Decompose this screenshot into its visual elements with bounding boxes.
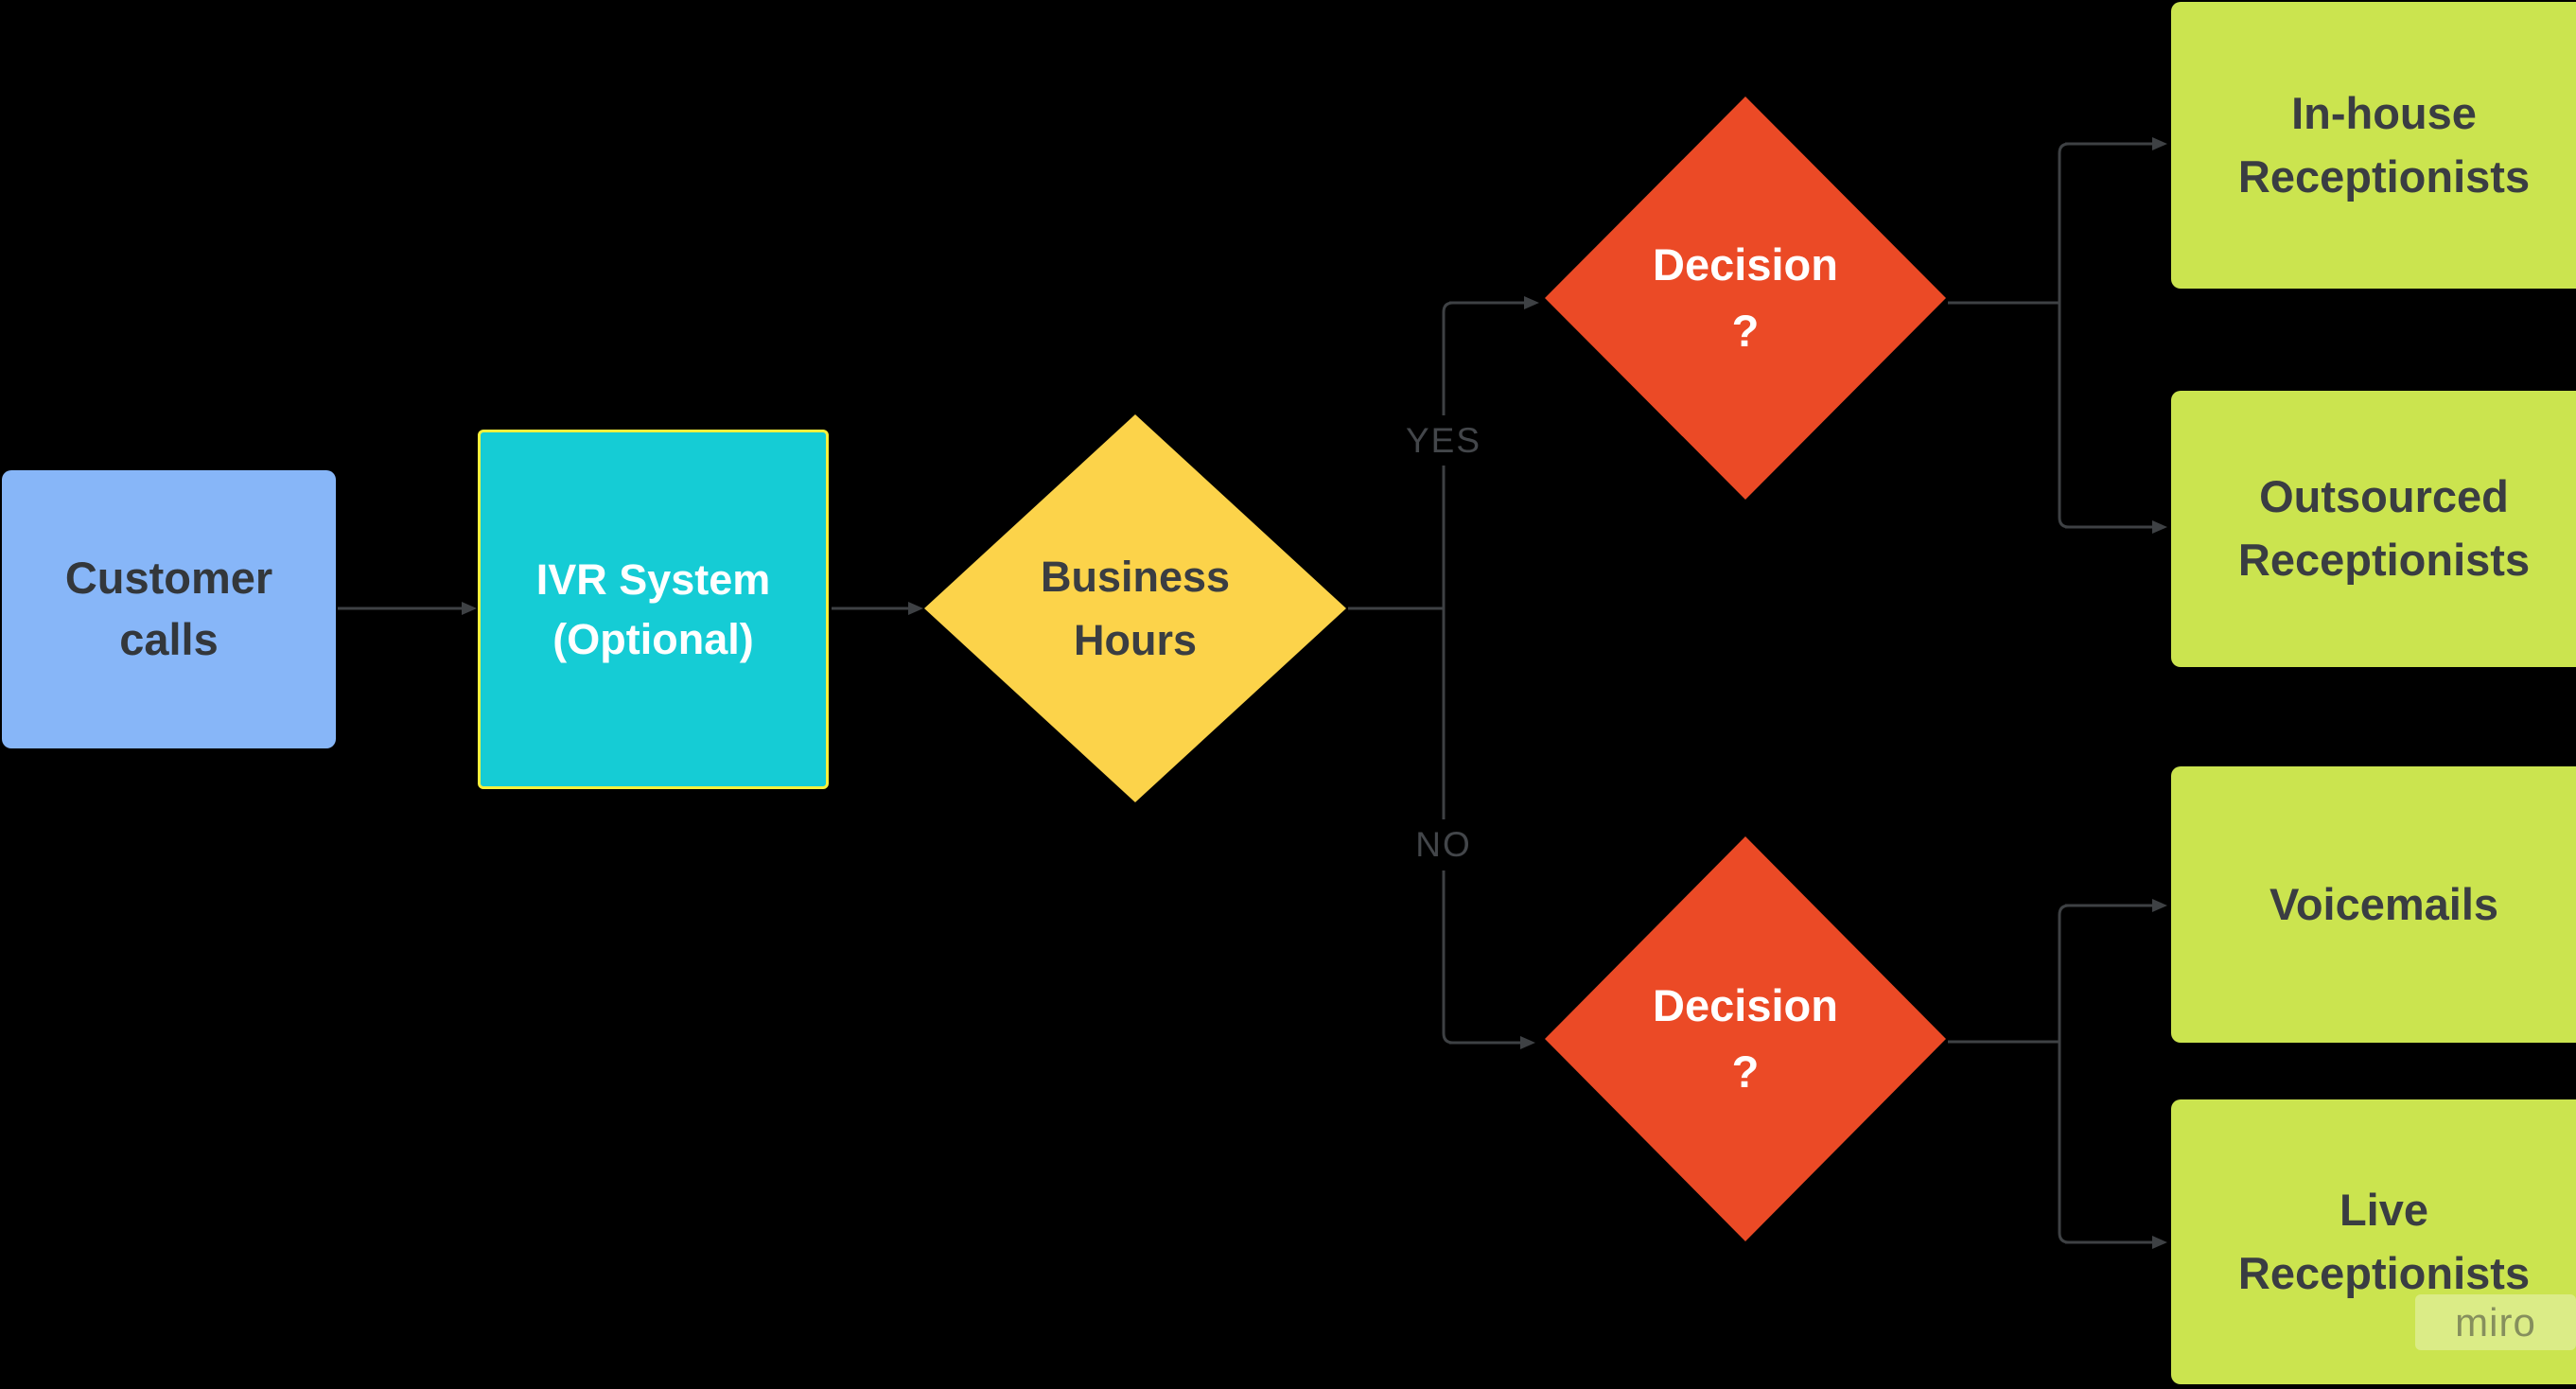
edge-decision-top-vertical[interactable] bbox=[2058, 142, 2070, 529]
node-customer-calls[interactable]: Customer calls bbox=[2, 470, 336, 748]
node-ivr-system[interactable]: IVR System (Optional) bbox=[478, 430, 829, 789]
edge-label-no[interactable]: NO bbox=[1368, 819, 1519, 870]
miro-watermark[interactable]: miro bbox=[2415, 1294, 2576, 1350]
node-outsourced-receptionists[interactable]: Outsourced Receptionists bbox=[2171, 391, 2576, 667]
node-live-receptionists[interactable]: Live Receptionists bbox=[2171, 1099, 2576, 1384]
node-voicemails[interactable]: Voicemails bbox=[2171, 766, 2576, 1043]
edge-business-branch-vertical[interactable] bbox=[1442, 301, 1454, 1045]
edge-decision-bottom-vertical[interactable] bbox=[2058, 904, 2070, 1244]
node-in-house-receptionists[interactable]: In-house Receptionists bbox=[2171, 2, 2576, 289]
edge-label-yes[interactable]: YES bbox=[1368, 415, 1519, 466]
